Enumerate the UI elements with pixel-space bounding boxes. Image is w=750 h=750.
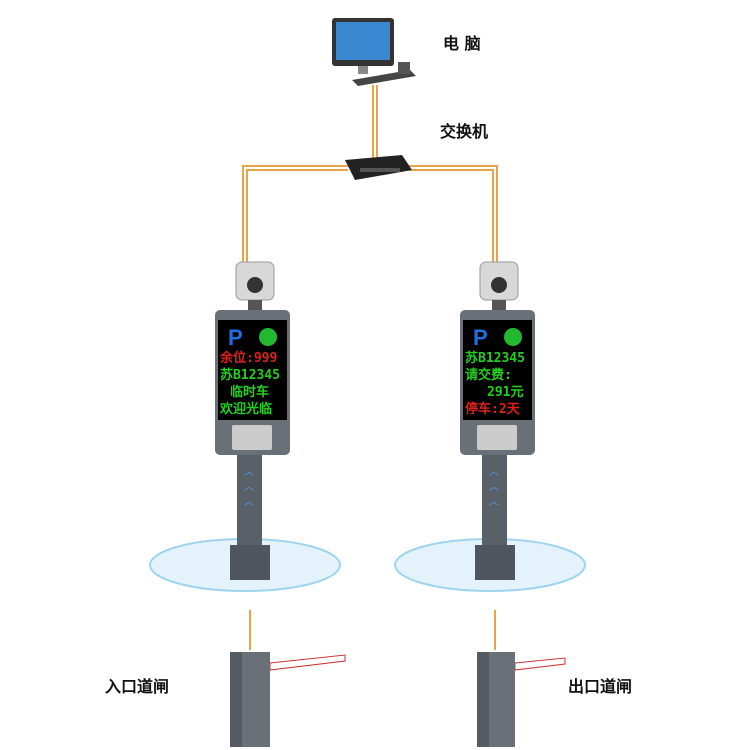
computer-label: 电 脑 (443, 34, 481, 53)
exit-line3: 291元 (487, 385, 524, 400)
cables (242, 85, 498, 268)
switch-label: 交换机 (440, 122, 489, 141)
entry-barrier (230, 610, 346, 747)
svg-text:︿: ︿ (489, 467, 499, 478)
exit-line4: 停车:2天 (465, 402, 520, 417)
svg-text:︿: ︿ (244, 467, 254, 478)
computer (332, 18, 416, 86)
entry-line2: 苏B12345 (220, 368, 280, 383)
network-switch (345, 155, 412, 180)
entry-line1: 余位:999 (220, 351, 278, 366)
svg-text:︿: ︿ (489, 497, 499, 508)
entry-line3: 临时车 (230, 385, 270, 400)
svg-text:︿: ︿ (244, 482, 254, 493)
exit-line2: 请交费: (465, 368, 512, 383)
svg-text:︿: ︿ (489, 482, 499, 493)
exit-gate-label: 出口道闸 (568, 677, 633, 696)
entry-line4: 欢迎光临 (220, 402, 273, 417)
entry-pole: ︿ ︿ ︿ (149, 261, 341, 592)
exit-led-text: 苏B12345 请交费: 291元 停车:2天 (465, 350, 525, 418)
parking-icon: P (473, 325, 488, 350)
exit-pole: ︿ ︿ ︿ (394, 261, 586, 592)
parking-icon: P (228, 325, 243, 350)
exit-barrier (477, 610, 566, 747)
entry-gate-label: 入口道闸 (105, 677, 170, 696)
svg-text:︿: ︿ (244, 497, 254, 508)
entry-led-text: 余位:999 苏B12345 临时车 欢迎光临 (220, 350, 280, 418)
exit-line1: 苏B12345 (465, 351, 525, 366)
